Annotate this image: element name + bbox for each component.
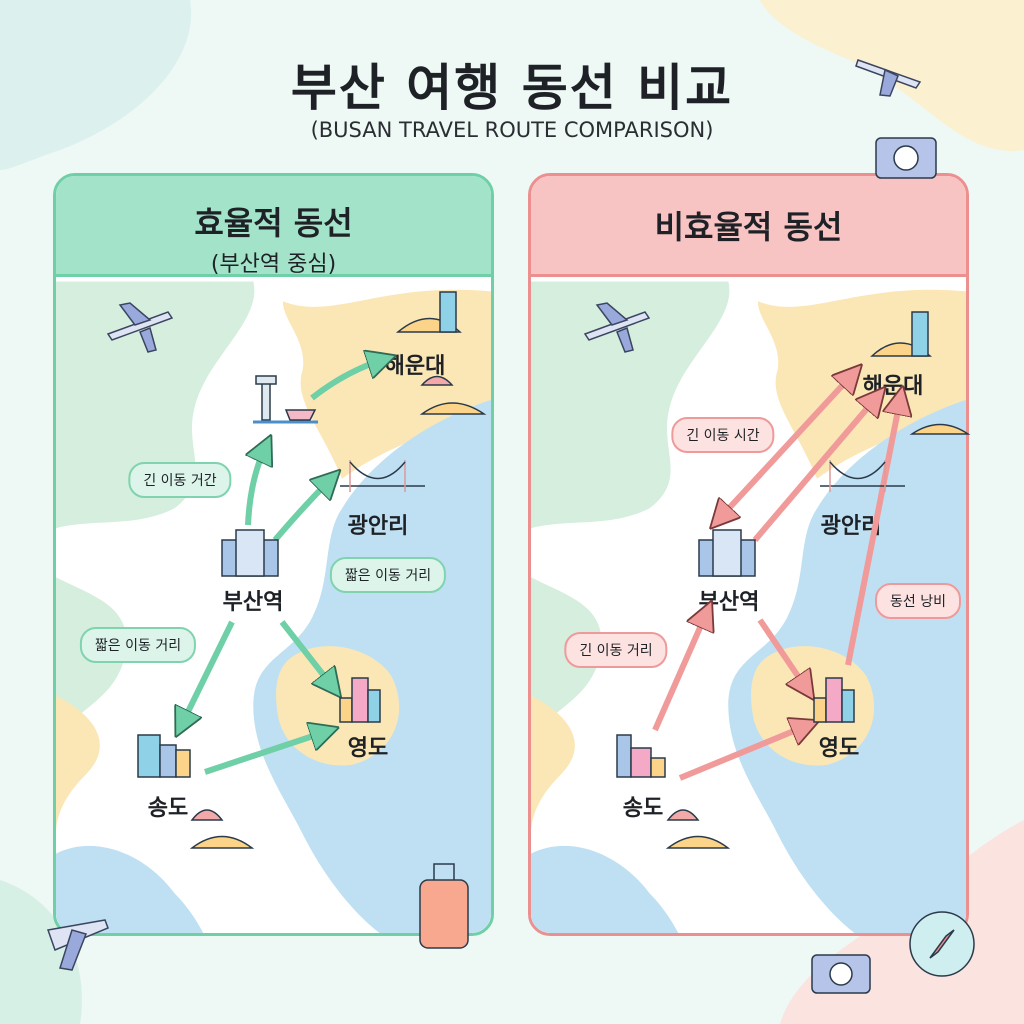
- note-long-time: 긴 이동 시간: [671, 417, 775, 453]
- page-title: 부산 여행 동선 비교: [290, 59, 734, 117]
- efficient-panel-title: 효율적 동선: [194, 204, 353, 242]
- efficient-panel-subtitle: (부산역 중심): [210, 252, 337, 277]
- note-long-distance: 긴 이동 거리: [564, 632, 668, 668]
- place-songdo: 송도: [622, 796, 664, 821]
- place-gwangalli: 광안리: [820, 514, 882, 539]
- place-busan-station: 부산역: [222, 590, 284, 615]
- place-gwangalli: 광안리: [347, 514, 409, 539]
- place-songdo: 송도: [147, 796, 189, 821]
- efficient-route-panel: 효율적 동선 (부산역 중심) 해운대 광안리 부산역 영도 송도 긴 이동 거…: [53, 173, 494, 936]
- note-short-distance: 짧은 이동 거리: [329, 557, 447, 593]
- inefficient-panel-title: 비효율적 동선: [654, 208, 843, 246]
- place-yeongdo: 영도: [347, 736, 389, 761]
- efficient-map: [56, 281, 491, 933]
- place-haeundae: 해운대: [384, 354, 446, 379]
- place-haeundae: 해운대: [862, 374, 924, 399]
- note-short-distance: 짧은 이동 거리: [79, 627, 197, 663]
- inefficient-route-panel: 비효율적 동선 해운대 광안리 부산역 영도 송도 긴 이동 시간 긴 이동 거…: [528, 173, 969, 936]
- place-yeongdo: 영도: [818, 736, 860, 761]
- page-subtitle: (BUSAN TRAVEL ROUTE COMPARISON): [310, 118, 714, 142]
- efficient-panel-header: 효율적 동선 (부산역 중심): [56, 176, 491, 277]
- inefficient-panel-header: 비효율적 동선: [531, 176, 966, 277]
- place-busan-station: 부산역: [698, 590, 760, 615]
- note-long-travel: 긴 이동 거간: [128, 462, 232, 498]
- note-route-waste: 동선 낭비: [875, 583, 961, 619]
